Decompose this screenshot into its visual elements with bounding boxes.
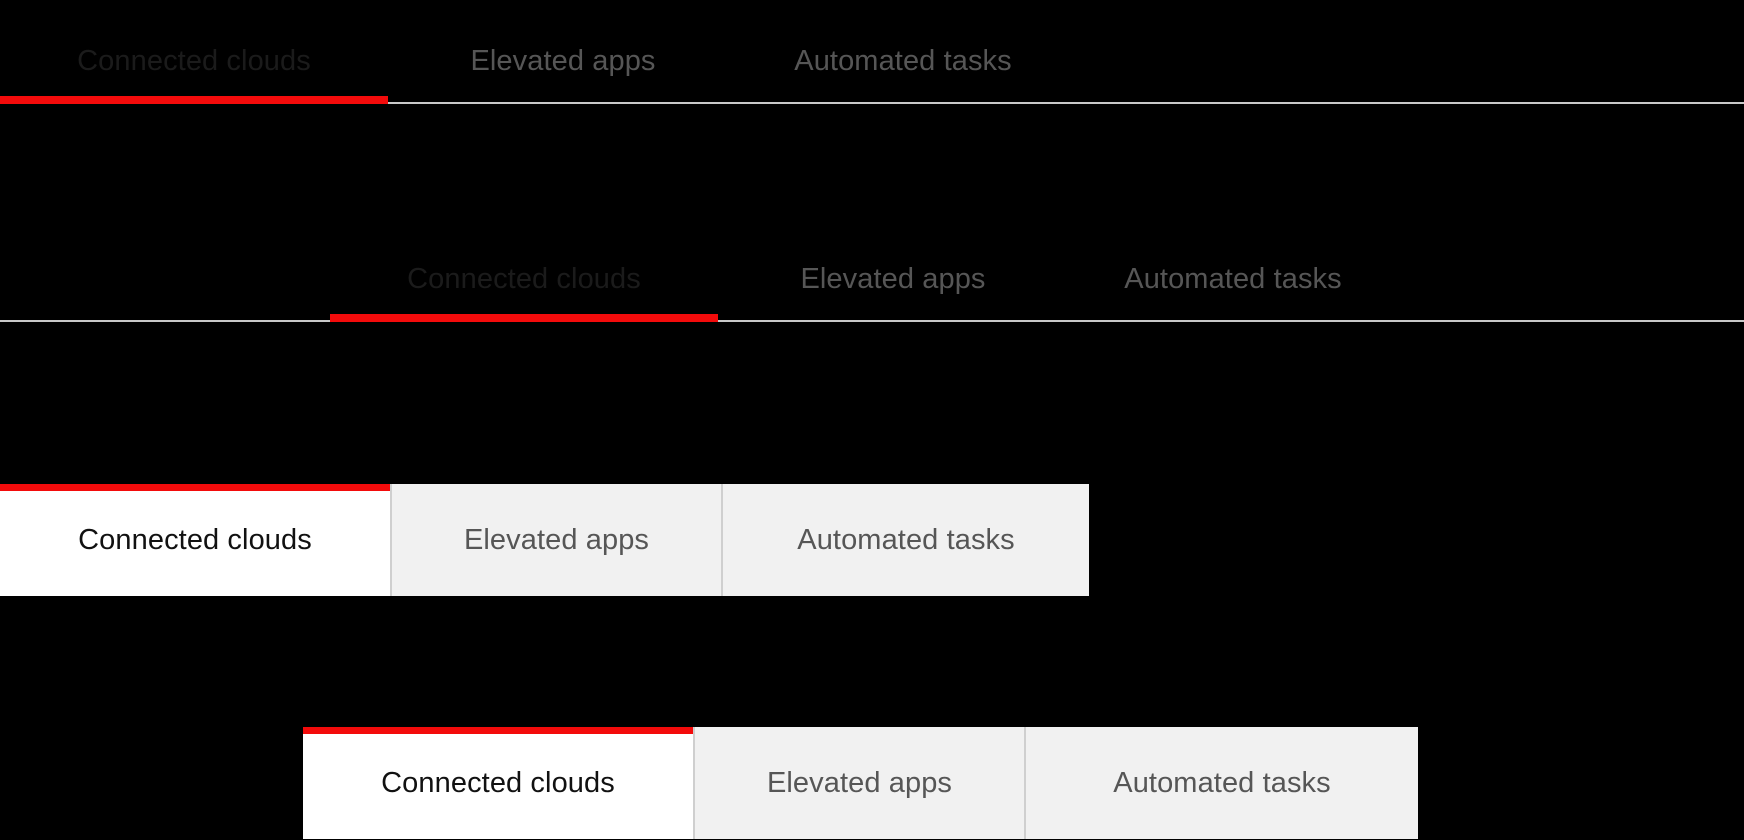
tab-connected-clouds[interactable]: Connected clouds — [303, 727, 693, 839]
tab-automated-tasks[interactable]: Automated tasks — [721, 484, 1089, 596]
tab-elevated-apps[interactable]: Elevated apps — [388, 18, 738, 104]
tab-connected-clouds[interactable]: Connected clouds — [0, 484, 390, 596]
tab-automated-tasks[interactable]: Automated tasks — [1024, 727, 1418, 839]
tab-label: Connected clouds — [407, 262, 641, 295]
tab-connected-clouds[interactable]: Connected clouds — [330, 236, 718, 322]
active-tab-indicator — [0, 96, 388, 104]
tab-elevated-apps[interactable]: Elevated apps — [693, 727, 1024, 839]
active-tab-indicator — [330, 314, 718, 322]
tab-label: Automated tasks — [1113, 766, 1331, 799]
tabbar-baseline — [0, 102, 1744, 104]
tabbar-boxed-flush: Connected clouds Elevated apps Automated… — [0, 484, 1089, 596]
tab-automated-tasks[interactable]: Automated tasks — [738, 18, 1068, 104]
tab-label: Elevated apps — [470, 44, 656, 77]
tabbar-underline-indented: Connected clouds Elevated apps Automated… — [0, 236, 1744, 322]
tab-label: Automated tasks — [797, 523, 1015, 556]
tablist: Connected clouds Elevated apps Automated… — [330, 236, 1398, 322]
tab-label: Elevated apps — [463, 523, 650, 556]
tab-label: Elevated apps — [800, 262, 986, 295]
tab-connected-clouds[interactable]: Connected clouds — [0, 18, 388, 104]
tab-label: Automated tasks — [1124, 262, 1342, 295]
tabbar-underline-flush: Connected clouds Elevated apps Automated… — [0, 18, 1744, 104]
tab-label: Connected clouds — [381, 766, 615, 799]
tab-elevated-apps[interactable]: Elevated apps — [390, 484, 721, 596]
tab-automated-tasks[interactable]: Automated tasks — [1068, 236, 1398, 322]
tab-label: Elevated apps — [766, 766, 953, 799]
tab-elevated-apps[interactable]: Elevated apps — [718, 236, 1068, 322]
tabbar-boxed-indented: Connected clouds Elevated apps Automated… — [303, 727, 1418, 839]
tablist: Connected clouds Elevated apps Automated… — [0, 18, 1068, 104]
tab-label: Automated tasks — [794, 44, 1012, 77]
tab-label: Connected clouds — [78, 523, 312, 556]
tab-label: Connected clouds — [77, 44, 311, 77]
tabbar-baseline — [0, 320, 1744, 322]
